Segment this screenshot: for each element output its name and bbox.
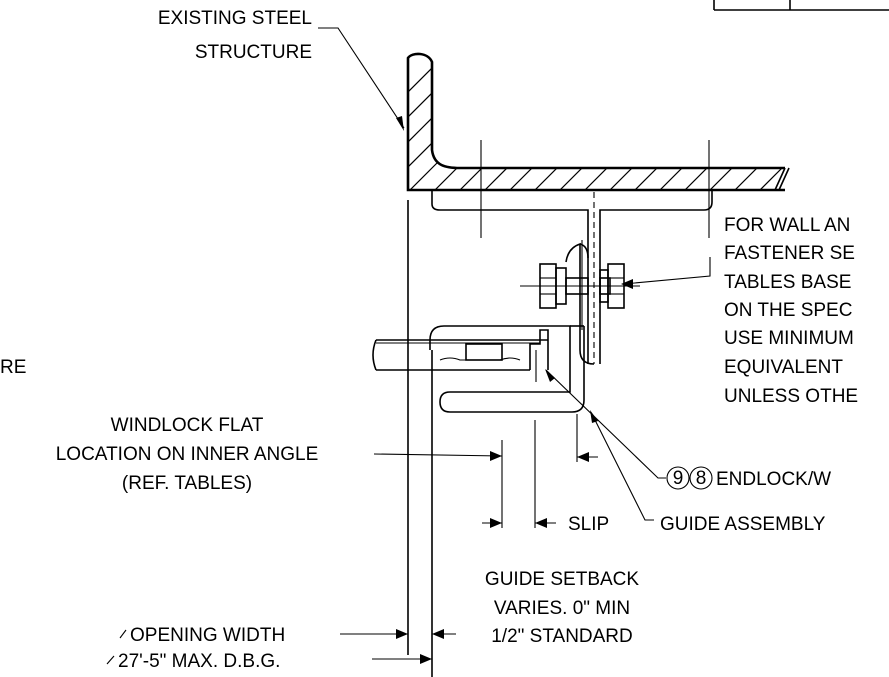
balloon-9-text: 9 xyxy=(673,468,684,489)
note-line-3: TABLES BASE xyxy=(724,272,851,293)
label-endlock: ENDLOCK/W xyxy=(716,469,831,490)
label-left-cut: RE xyxy=(0,357,26,378)
label-windlock-1: WINDLOCK FLAT xyxy=(111,415,264,436)
balloon-8 xyxy=(689,466,713,490)
center-lines xyxy=(480,140,710,238)
note-line-4: ON THE SPEC xyxy=(724,300,852,321)
guide-tee-bracket xyxy=(431,190,713,364)
balloon-9 xyxy=(666,466,690,490)
extension-lines xyxy=(407,200,578,677)
bolt-assembly xyxy=(520,240,640,330)
note-line-5: USE MINIMUM xyxy=(724,328,854,349)
label-guide-setback-2: VARIES. 0" MIN xyxy=(494,598,630,619)
label-existing-steel: EXISTING STEEL xyxy=(158,8,312,29)
note-line-1: FOR WALL AN xyxy=(724,215,850,236)
label-opening-width: OPENING WIDTH xyxy=(130,625,285,646)
note-line-6: EQUIVALENT xyxy=(724,357,843,378)
title-block-fragment xyxy=(713,0,889,11)
label-windlock-2: LOCATION ON INNER ANGLE xyxy=(56,444,319,465)
existing-steel-angle xyxy=(406,52,790,192)
label-max-dbg: 27'-5" MAX. D.B.G. xyxy=(118,651,280,672)
guide-assembly-shape xyxy=(429,242,595,413)
label-guide-assembly: GUIDE ASSEMBLY xyxy=(660,514,826,535)
label-guide-setback-1: GUIDE SETBACK xyxy=(485,569,639,590)
note-line-2: FASTENER SE xyxy=(724,243,855,264)
label-slip: SLIP xyxy=(568,514,609,535)
note-line-7: UNLESS OTHE xyxy=(724,386,858,407)
label-windlock-3: (REF. TABLES) xyxy=(122,473,252,494)
label-structure: STRUCTURE xyxy=(195,42,312,63)
callout-balloons xyxy=(666,466,713,490)
balloon-8-text: 8 xyxy=(696,468,707,489)
label-guide-setback-3: 1/2" STANDARD xyxy=(491,626,633,647)
leaders xyxy=(106,27,711,665)
labels: EXISTING STEEL STRUCTURE FOR WALL AN FAS… xyxy=(0,8,858,672)
curtain-slat xyxy=(372,329,549,382)
